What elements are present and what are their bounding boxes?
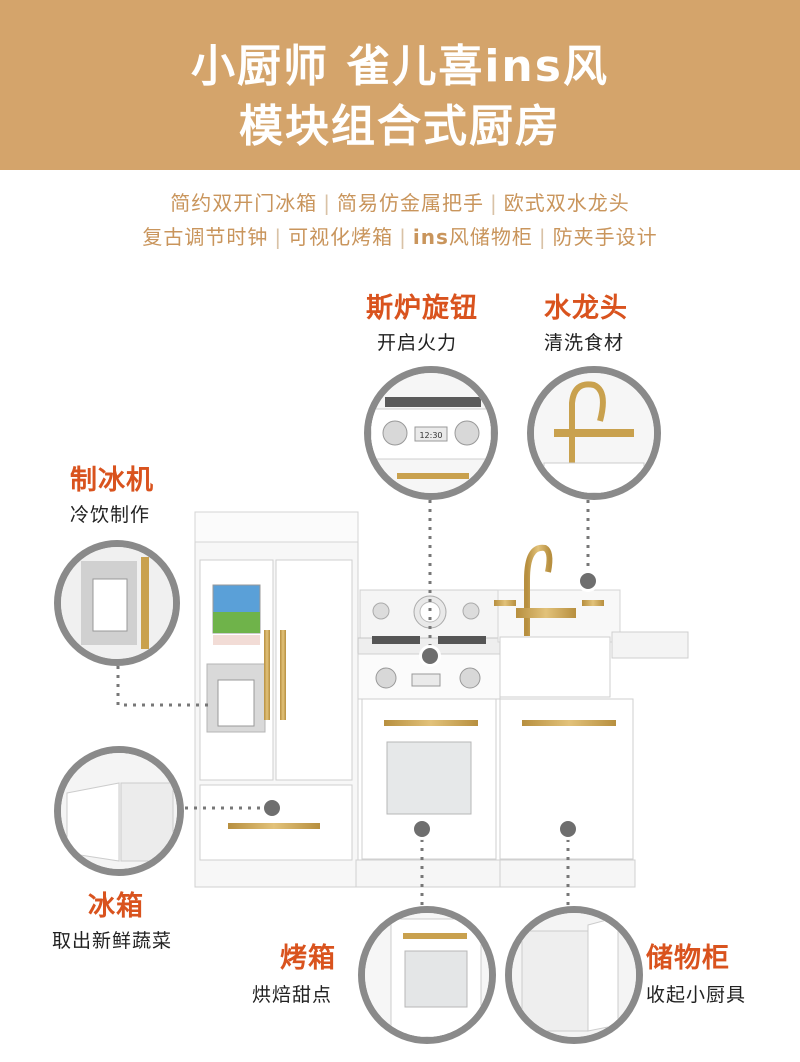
cabinet-zoom-image <box>512 913 636 1037</box>
subtitle-item: 复古调节时钟 <box>142 225 269 249</box>
subtitle-item-ins: ins <box>412 225 449 249</box>
ice-zoom-circle <box>54 540 180 666</box>
subtitle-line-2: 复古调节时钟|可视化烤箱|ins风储物柜|防夹手设计 <box>142 225 658 249</box>
knob-dot <box>419 645 441 667</box>
subtitle-item: 可视化烤箱 <box>288 225 394 249</box>
ice-zoom-image <box>61 547 173 659</box>
knob-zoom-circle: 12:30 <box>364 366 498 500</box>
faucet-zoom-image <box>534 373 654 493</box>
fridge-unit <box>194 511 359 888</box>
cabinet-zoom-circle <box>505 906 643 1044</box>
fridge-dot <box>261 797 283 819</box>
subtitle-item: 防夹手设计 <box>552 225 658 249</box>
oven-desc: 烘焙甜点 <box>252 984 333 1006</box>
subtitle-item: 欧式双水龙头 <box>503 191 630 215</box>
oven-title: 烤箱 <box>280 943 336 974</box>
subtitle-line-1: 简约双开门冰箱|简易仿金属把手|欧式双水龙头 <box>170 191 630 215</box>
knob-zoom-image: 12:30 <box>371 373 491 493</box>
faucet-desc: 清洗食材 <box>544 332 625 354</box>
ice-desc: 冷饮制作 <box>70 504 151 526</box>
faucet-dot <box>577 570 599 592</box>
knob-desc: 开启火力 <box>377 332 458 354</box>
fridge-zoom-image <box>61 753 177 869</box>
oven-zoom-image <box>365 913 489 1037</box>
fridge-title: 冰箱 <box>88 891 144 922</box>
title-line-2: 模块组合式厨房 <box>239 101 561 152</box>
stove-unit <box>355 589 503 888</box>
fridge-desc: 取出新鲜蔬菜 <box>52 930 173 952</box>
header-banner: 小厨师 雀儿喜ins风 模块组合式厨房 <box>0 0 800 170</box>
oven-dot <box>411 818 433 840</box>
sink-unit <box>494 544 689 888</box>
subtitle-item: 简易仿金属把手 <box>337 191 484 215</box>
timer-display: 12:30 <box>419 431 442 440</box>
faucet-title: 水龙头 <box>544 293 628 324</box>
cabinet-desc: 收起小厨具 <box>646 984 747 1006</box>
subtitle-item: 简约双开门冰箱 <box>170 191 318 215</box>
cabinet-title: 储物柜 <box>646 943 730 974</box>
fridge-zoom-circle <box>54 746 184 876</box>
subtitle-item: 风储物柜 <box>448 225 533 249</box>
ice-title: 制冰机 <box>70 465 154 496</box>
oven-zoom-circle <box>358 906 496 1044</box>
cabinet-dot <box>557 818 579 840</box>
faucet-zoom-circle <box>527 366 661 500</box>
knob-title: 斯炉旋钮 <box>366 293 478 324</box>
title-line-1: 小厨师 雀儿喜ins风 <box>191 41 609 92</box>
leader-lines <box>116 500 590 906</box>
